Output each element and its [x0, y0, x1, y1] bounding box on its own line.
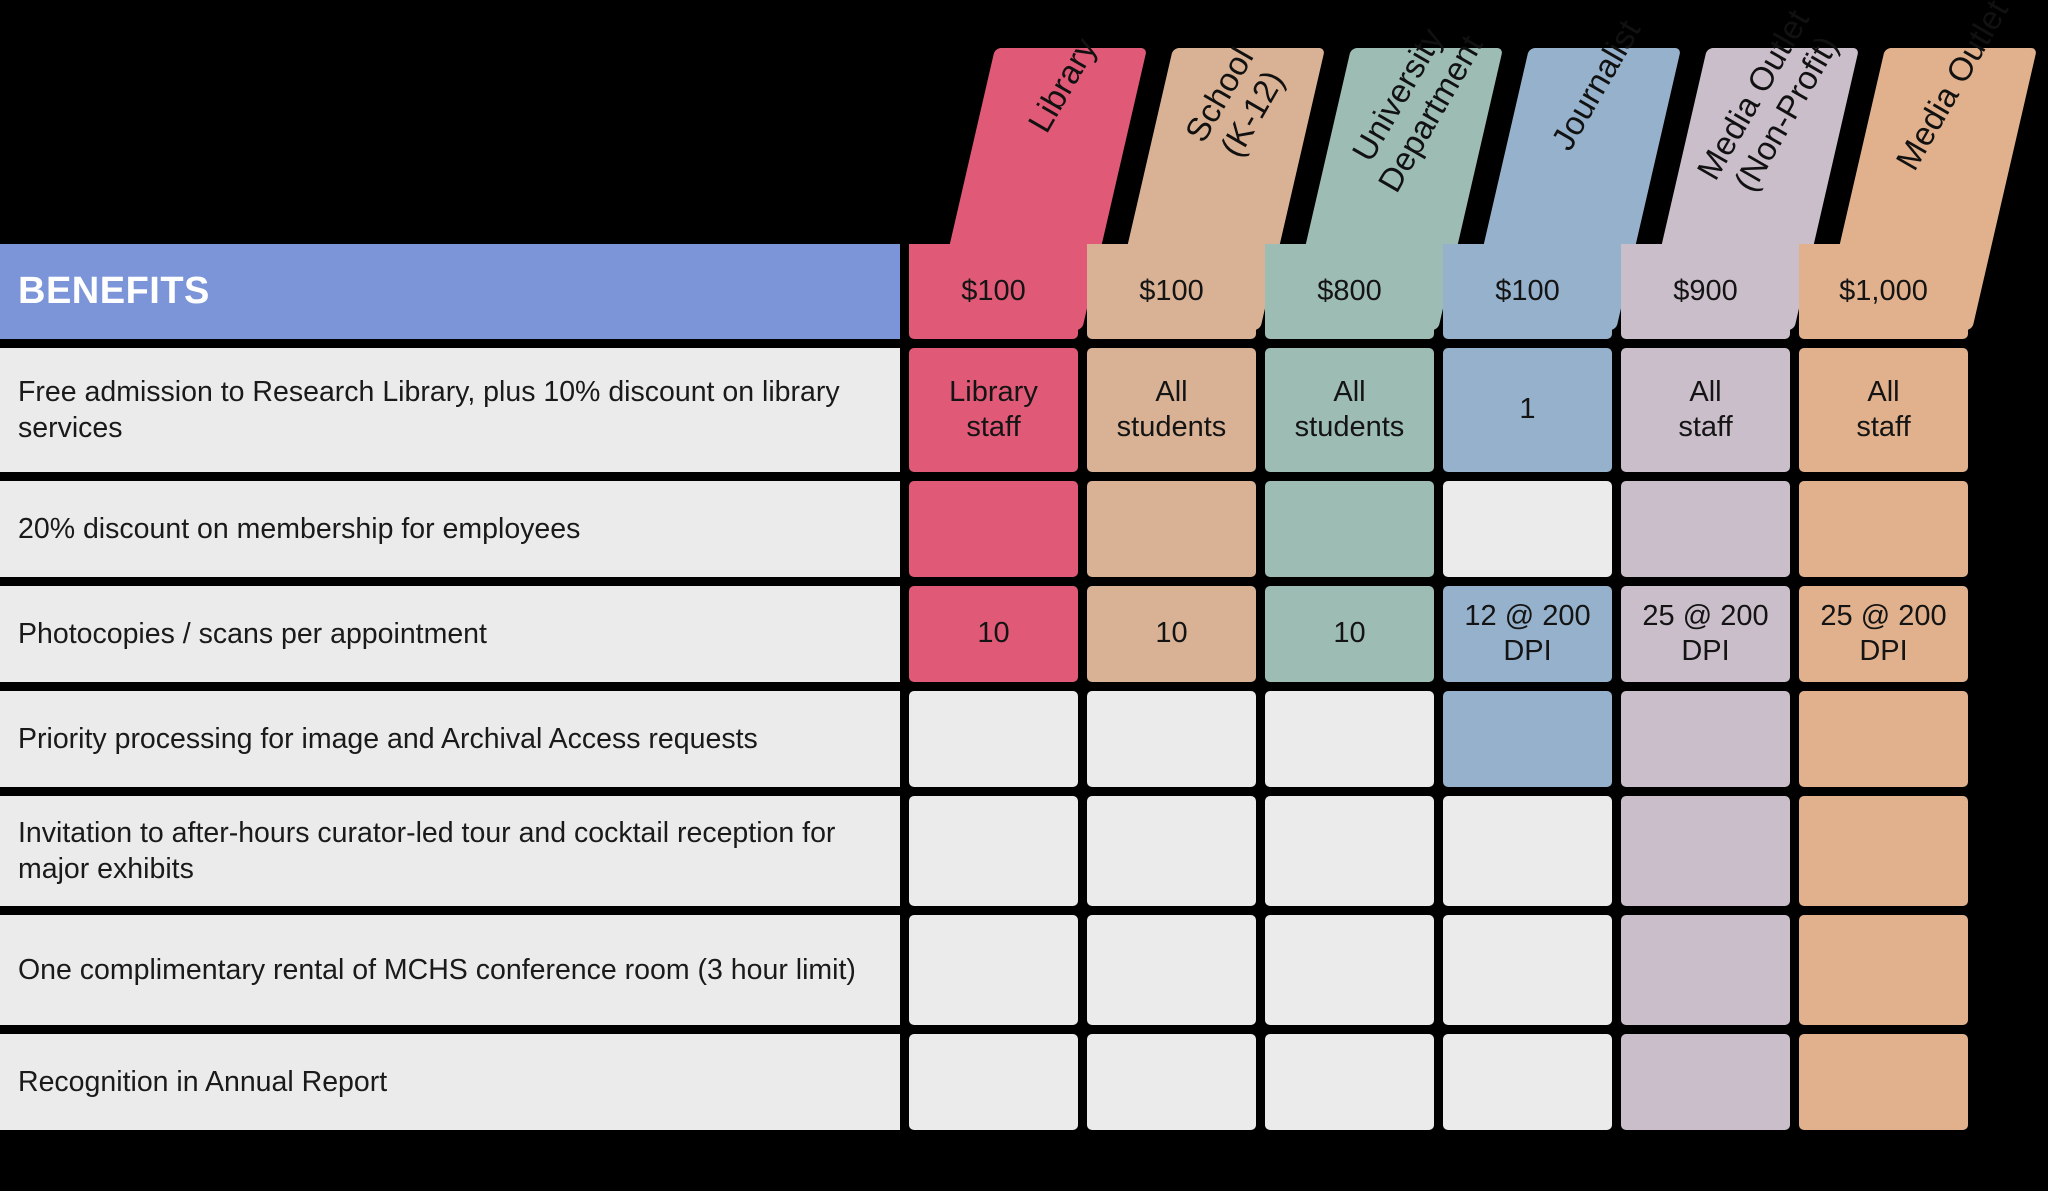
benefit-cell[interactable]: 10: [1087, 586, 1256, 682]
table-row: BENEFITS$100$100$800$100$900$1,000: [0, 244, 2048, 339]
benefit-cell[interactable]: [1087, 481, 1256, 577]
benefit-cell[interactable]: [1621, 915, 1790, 1025]
benefit-cell[interactable]: All students: [1087, 348, 1256, 472]
benefit-cell[interactable]: [1799, 691, 1968, 787]
column-header-label: Library: [1020, 31, 1104, 139]
benefit-cell[interactable]: 1: [1443, 348, 1612, 472]
benefit-cell[interactable]: $100: [1087, 244, 1256, 339]
benefit-cell[interactable]: [1621, 691, 1790, 787]
benefit-cell[interactable]: [1265, 691, 1434, 787]
row-cells: $100$100$800$100$900$1,000: [909, 244, 1968, 339]
benefit-cell[interactable]: 10: [1265, 586, 1434, 682]
table-row: One complimentary rental of MCHS confere…: [0, 915, 2048, 1025]
benefit-cell[interactable]: 25 @ 200 DPI: [1799, 586, 1968, 682]
benefit-cell[interactable]: Library staff: [909, 348, 1078, 472]
table-row: Free admission to Research Library, plus…: [0, 348, 2048, 472]
benefit-cell[interactable]: [909, 481, 1078, 577]
table-row: Invitation to after-hours curator-led to…: [0, 796, 2048, 906]
benefit-cell[interactable]: [1443, 691, 1612, 787]
benefit-label: 20% discount on membership for employees: [0, 481, 900, 577]
row-cells: [909, 796, 1968, 906]
benefit-cell[interactable]: $800: [1265, 244, 1434, 339]
column-header-label: University Department: [1344, 21, 1490, 199]
benefit-cell[interactable]: [1265, 915, 1434, 1025]
benefit-cell[interactable]: $1,000: [1799, 244, 1968, 339]
benefit-label: Free admission to Research Library, plus…: [0, 348, 900, 472]
benefit-cell[interactable]: [909, 691, 1078, 787]
row-cells: [909, 1034, 1968, 1130]
benefit-label: Invitation to after-hours curator-led to…: [0, 796, 900, 906]
benefit-cell[interactable]: [909, 1034, 1078, 1130]
column-header-label: School (K-12): [1177, 40, 1292, 163]
benefit-cell[interactable]: [1087, 796, 1256, 906]
benefit-cell[interactable]: All students: [1265, 348, 1434, 472]
benefit-cell[interactable]: 10: [909, 586, 1078, 682]
benefit-cell[interactable]: $100: [909, 244, 1078, 339]
benefit-cell[interactable]: [909, 915, 1078, 1025]
benefit-cell[interactable]: [1443, 481, 1612, 577]
benefit-cell[interactable]: [909, 796, 1078, 906]
column-header-label: Journalist: [1544, 13, 1648, 157]
benefit-cell[interactable]: [1621, 481, 1790, 577]
benefit-cell[interactable]: [1265, 796, 1434, 906]
benefit-label: One complimentary rental of MCHS confere…: [0, 915, 900, 1025]
benefit-cell[interactable]: [1621, 796, 1790, 906]
benefit-cell[interactable]: [1265, 1034, 1434, 1130]
benefit-cell[interactable]: [1443, 915, 1612, 1025]
table-row: Priority processing for image and Archiv…: [0, 691, 2048, 787]
benefit-cell[interactable]: $100: [1443, 244, 1612, 339]
benefit-cell[interactable]: [1799, 481, 1968, 577]
benefit-cell[interactable]: All staff: [1621, 348, 1790, 472]
benefit-cell[interactable]: All staff: [1799, 348, 1968, 472]
benefit-label: Priority processing for image and Archiv…: [0, 691, 900, 787]
column-header-label: Media Outlet: [1888, 0, 2016, 177]
row-cells: [909, 915, 1968, 1025]
table-row: Recognition in Annual Report: [0, 1034, 2048, 1130]
table-row: 20% discount on membership for employees: [0, 481, 2048, 577]
benefit-cell[interactable]: [1087, 691, 1256, 787]
benefit-cell[interactable]: 25 @ 200 DPI: [1621, 586, 1790, 682]
benefit-cell[interactable]: [1799, 1034, 1968, 1130]
benefit-cell[interactable]: [1621, 1034, 1790, 1130]
benefit-cell[interactable]: [1443, 796, 1612, 906]
benefit-label: Recognition in Annual Report: [0, 1034, 900, 1130]
row-cells: [909, 691, 1968, 787]
benefit-cell[interactable]: [1087, 1034, 1256, 1130]
page-title: BENEFITS: [0, 244, 900, 339]
benefit-cell[interactable]: [1087, 915, 1256, 1025]
row-cells: [909, 481, 1968, 577]
benefit-cell[interactable]: $900: [1621, 244, 1790, 339]
column-header-label: Media Outlet (Non-Profit): [1689, 3, 1846, 198]
benefit-cell[interactable]: [1799, 915, 1968, 1025]
benefit-cell[interactable]: [1265, 481, 1434, 577]
benefit-cell[interactable]: 12 @ 200 DPI: [1443, 586, 1612, 682]
benefit-label: Photocopies / scans per appointment: [0, 586, 900, 682]
benefit-cell[interactable]: [1799, 796, 1968, 906]
benefit-cell[interactable]: [1443, 1034, 1612, 1130]
